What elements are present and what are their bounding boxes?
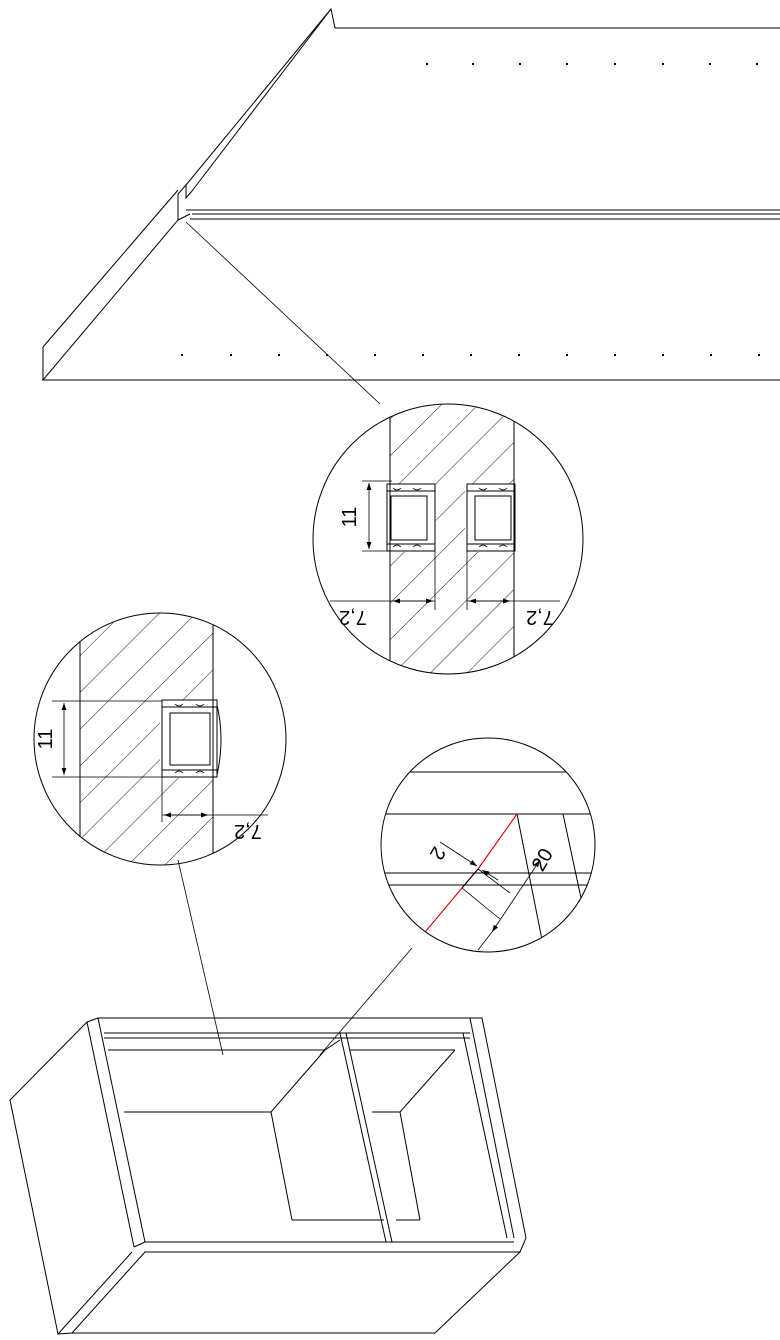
dim-b-offset: 7,2: [234, 820, 262, 842]
lower-hole-row: [181, 354, 760, 356]
dim-c-large: 20: [528, 845, 558, 875]
dim-a-left-offset: 7,2: [339, 606, 367, 628]
profile-left: [386, 483, 436, 552]
detail-c: 2 20: [319, 737, 596, 1056]
profile-right: [466, 483, 516, 552]
leader-line-a: [185, 221, 381, 405]
dim-a-right-offset: 7,2: [526, 606, 554, 628]
detail-a: 11 7,2 7,2: [312, 403, 584, 675]
detail-b: 11 7,2: [33, 612, 287, 1056]
upper-hole-row: [426, 63, 758, 65]
profile-single: [161, 699, 222, 778]
cabinet-isometric: [9, 1017, 527, 1336]
dim-a-height: 11: [339, 507, 361, 528]
dim-b-height: 11: [35, 729, 57, 750]
leader-line-b: [177, 859, 224, 1056]
cut-line: [409, 813, 518, 951]
top-panel-assembly: [42, 7, 780, 405]
leader-line-c: [319, 947, 413, 1056]
